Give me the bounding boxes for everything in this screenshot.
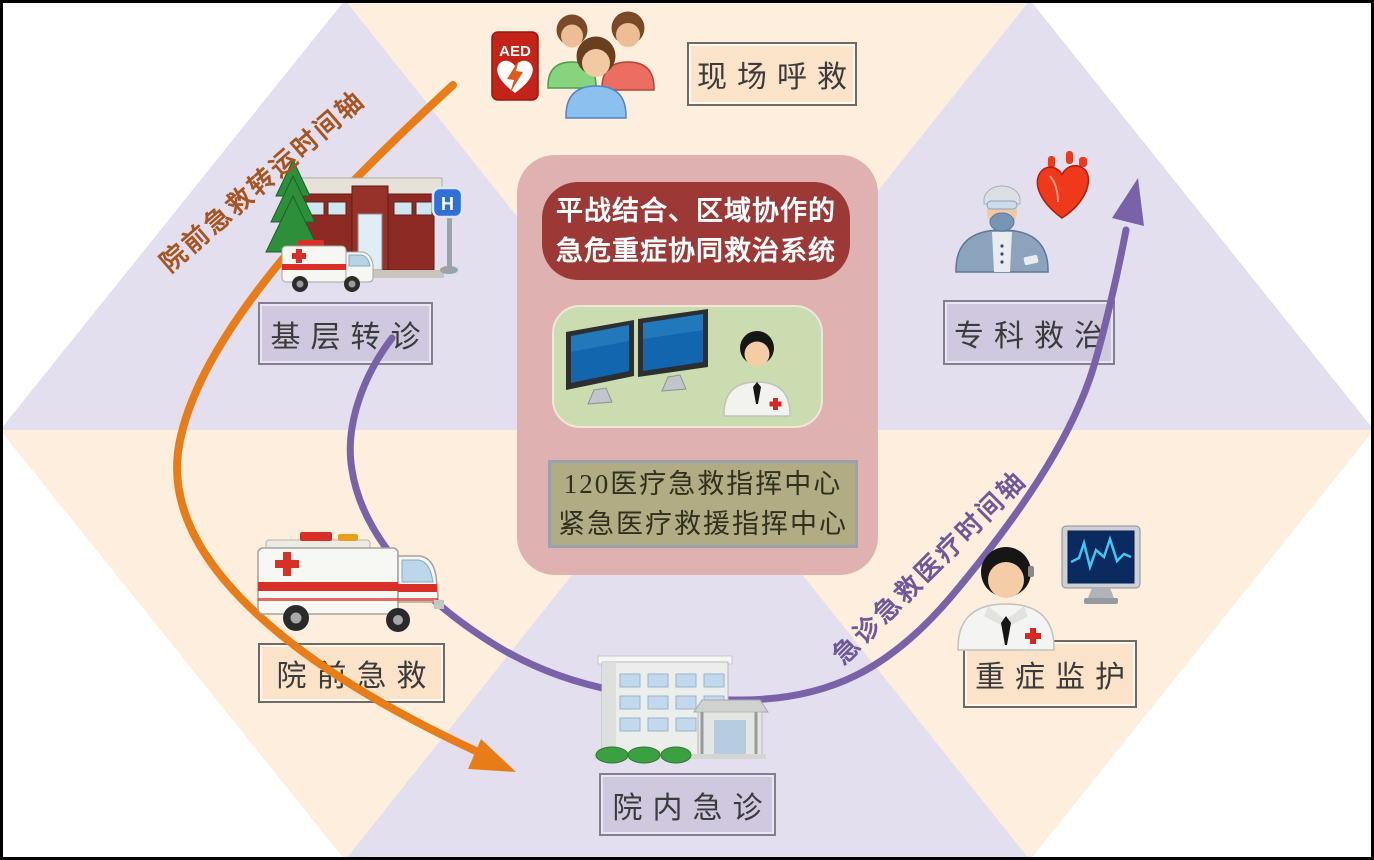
node-inhospital-emergency: 院内急诊 (599, 773, 776, 836)
command-center-box: 120医疗急救指挥中心 紧急医疗救援指挥中心 (548, 460, 858, 548)
node-primary-referral: 基层转诊 (258, 302, 433, 365)
mini-ambulance-icon (281, 240, 374, 292)
system-title-line2: 急危重症协同救治系统 (556, 236, 836, 266)
aed-icon: AED (491, 31, 539, 101)
hospital-sign-icon: H (431, 186, 464, 274)
command-center-line1: 120医疗急救指挥中心 (563, 469, 843, 499)
ambulance-icon (257, 532, 444, 632)
command-center-line2: 紧急医疗救援指挥中心 (558, 509, 848, 539)
hospital-sign-text: H (441, 194, 454, 214)
node-specialist-treatment: 专科救治 (943, 300, 1115, 365)
bg-sector-bottom (345, 430, 1030, 860)
node-intensive-care: 重症监护 (963, 640, 1137, 708)
system-title-line1: 平战结合、区域协作的 (556, 196, 836, 226)
ecg-waveform (1070, 534, 1132, 572)
heart-icon (1036, 151, 1090, 219)
ecg-monitor-icon (1061, 525, 1141, 604)
command-monitors-icon (566, 309, 708, 405)
er-hospital-icon (594, 655, 769, 764)
surgeon-icon (955, 185, 1049, 273)
bystanders-icon (547, 11, 655, 119)
node-scene-call: 现场呼救 (687, 42, 857, 106)
purple-arrowhead (1112, 178, 1144, 226)
lightning-bolt-icon (507, 60, 523, 93)
aed-text: AED (499, 43, 531, 60)
orange-arrowhead (468, 739, 516, 772)
system-title: 平战结合、区域协作的 急危重症协同救治系统 (542, 182, 850, 280)
icu-doctor-icon (957, 547, 1055, 651)
clinic-icon: H (265, 158, 464, 292)
node-prehospital-emergency: 院前急救 (258, 643, 445, 703)
command-doctor-icon (723, 331, 791, 417)
